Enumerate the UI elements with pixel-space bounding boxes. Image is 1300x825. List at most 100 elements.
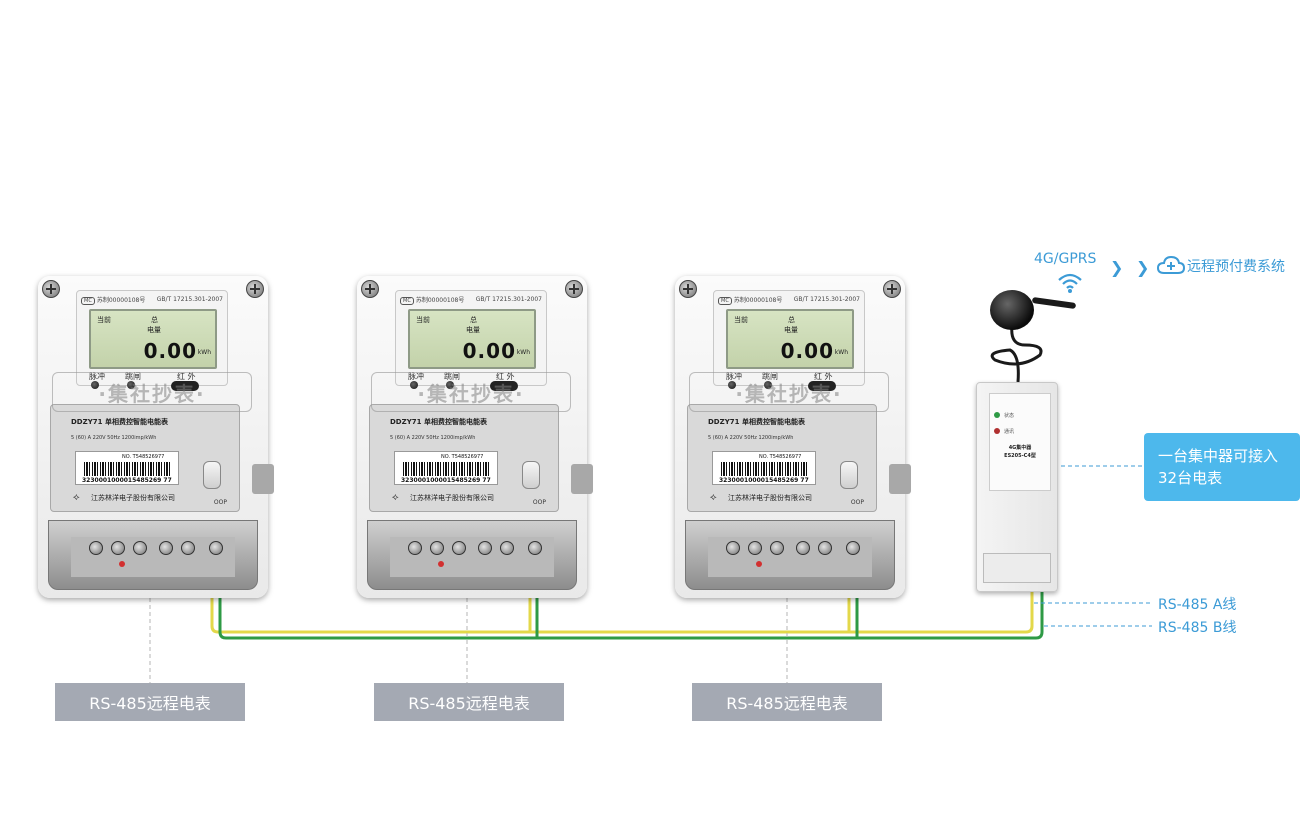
seal-knob-icon [840, 461, 858, 489]
meter-spec: 5 (60) A 220V 50Hz 1200imp/kWh [390, 435, 476, 441]
rs485-a-wire [210, 592, 1034, 634]
chevron-right-icon: ❯ [1136, 258, 1150, 277]
lcd-energy-label: 电量 [147, 326, 161, 334]
meter-cert: 苏制00000108号 [415, 296, 465, 304]
lcd-value: 0.00 [462, 339, 516, 363]
concentrator-name: 4G集中器 [1008, 445, 1032, 451]
lcd-current-label: 当前 [734, 316, 748, 324]
terminal-screw-icon [89, 541, 103, 555]
terminal-block [367, 520, 577, 590]
meter-cert: 苏制00000108号 [96, 296, 146, 304]
terminal-indicator-icon [756, 561, 762, 567]
terminal-screw-icon [846, 541, 860, 555]
cloud-icon [1157, 255, 1185, 274]
terminal-screw-icon [159, 541, 173, 555]
mc-badge: MC [718, 296, 732, 305]
terminal-screw-icon [528, 541, 542, 555]
antenna-rod [1031, 296, 1077, 310]
trip-led-icon [127, 381, 135, 389]
screw-icon [565, 280, 583, 298]
screw-icon [42, 280, 60, 298]
barcode-icon [721, 462, 809, 476]
pulse-label: 脉冲 [89, 372, 105, 381]
watermark: ·集社抄表· [371, 372, 571, 412]
meter-spec: 5 (60) A 220V 50Hz 1200imp/kWh [71, 435, 157, 441]
meter-tag-2: RS-485远程电表 [374, 683, 564, 721]
indicator-row: 脉冲 跳闸 红 外 [404, 371, 538, 391]
meter-tag-3: RS-485远程电表 [692, 683, 882, 721]
terminal-screw-icon [209, 541, 223, 555]
lcd-value: 0.00 [143, 339, 197, 363]
trip-label: 跳闸 [125, 372, 141, 381]
meter-nameplate: DDZY71 单相费控智能电能表 5 (60) A 220V 50Hz 1200… [369, 404, 559, 512]
comm-led-icon [994, 428, 1000, 434]
barcode-text: 3230001000015485269 77 [82, 477, 172, 484]
antenna-cable [990, 325, 1043, 383]
company-logo-icon: ⟡ [392, 492, 399, 503]
terminal-screw-icon [478, 541, 492, 555]
trip-label: 跳闸 [762, 372, 778, 381]
ir-label: 红 外 [496, 372, 515, 381]
rs485-a-label: RS-485 A线 [1158, 597, 1237, 613]
terminal-screw-icon [133, 541, 147, 555]
seal-knob-icon [522, 461, 540, 489]
serial-number: NO. T548526977 [122, 454, 165, 460]
terminal-screw-icon [408, 541, 422, 555]
terminal-screw-icon [430, 541, 444, 555]
lcd-total-label: 总 [151, 316, 158, 324]
pulse-led-icon [91, 381, 99, 389]
meter-nameplate: DDZY71 单相费控智能电能表 5 (60) A 220V 50Hz 1200… [50, 404, 240, 512]
trip-led-icon [446, 381, 454, 389]
lcd-unit: kWh [516, 349, 530, 356]
capacity-callout: 一台集中器可接入 32台电表 [1144, 433, 1300, 501]
lcd-unit: kWh [834, 349, 848, 356]
lcd-energy-label: 电量 [466, 326, 480, 334]
screw-icon [679, 280, 697, 298]
lcd-energy-label: 电量 [784, 326, 798, 334]
comm-led-label: 通讯 [1004, 429, 1015, 435]
barcode-label: NO. T548526977 3230001000015485269 77 [712, 451, 816, 485]
lcd-total-label: 总 [470, 316, 477, 324]
terminal-indicator-icon [119, 561, 125, 567]
wifi-icon [1058, 273, 1082, 293]
terminal-block [685, 520, 895, 590]
oop-mark: OOP [532, 499, 546, 506]
side-latch [889, 464, 911, 494]
oop-mark: OOP [213, 499, 227, 506]
watermark: ·集社抄表· [689, 372, 889, 412]
trip-led-icon [764, 381, 772, 389]
network-label: 4G/GPRS [1034, 251, 1097, 267]
oop-mark: OOP [850, 499, 864, 506]
callout-line-2: 32台电表 [1158, 469, 1223, 487]
ir-port-icon [171, 381, 199, 391]
system-label: 远程预付费系统 [1187, 259, 1285, 275]
status-led-label: 状态 [1004, 413, 1015, 419]
company-logo-icon: ⟡ [73, 492, 80, 503]
watermark: ·集社抄表· [52, 372, 252, 412]
trip-label: 跳闸 [444, 372, 460, 381]
indicator-row: 脉冲 跳闸 红 外 [85, 371, 219, 391]
concentrator-faceplate: 状态 通讯 4G集中器 ES205-C4型 [989, 393, 1051, 491]
lcd-current-label: 当前 [97, 316, 111, 324]
antenna-icon [990, 290, 1034, 330]
ir-label: 红 外 [177, 372, 196, 381]
side-latch [571, 464, 593, 494]
terminal-screw-icon [818, 541, 832, 555]
lcd-total-label: 总 [788, 316, 795, 324]
concentrator-terminals [983, 553, 1051, 583]
barcode-icon [403, 462, 491, 476]
barcode-icon [84, 462, 172, 476]
pulse-label: 脉冲 [726, 372, 742, 381]
side-latch [252, 464, 274, 494]
barcode-text: 3230001000015485269 77 [719, 477, 809, 484]
indicator-row: 脉冲 跳闸 红 外 [722, 371, 856, 391]
terminal-screw-icon [111, 541, 125, 555]
